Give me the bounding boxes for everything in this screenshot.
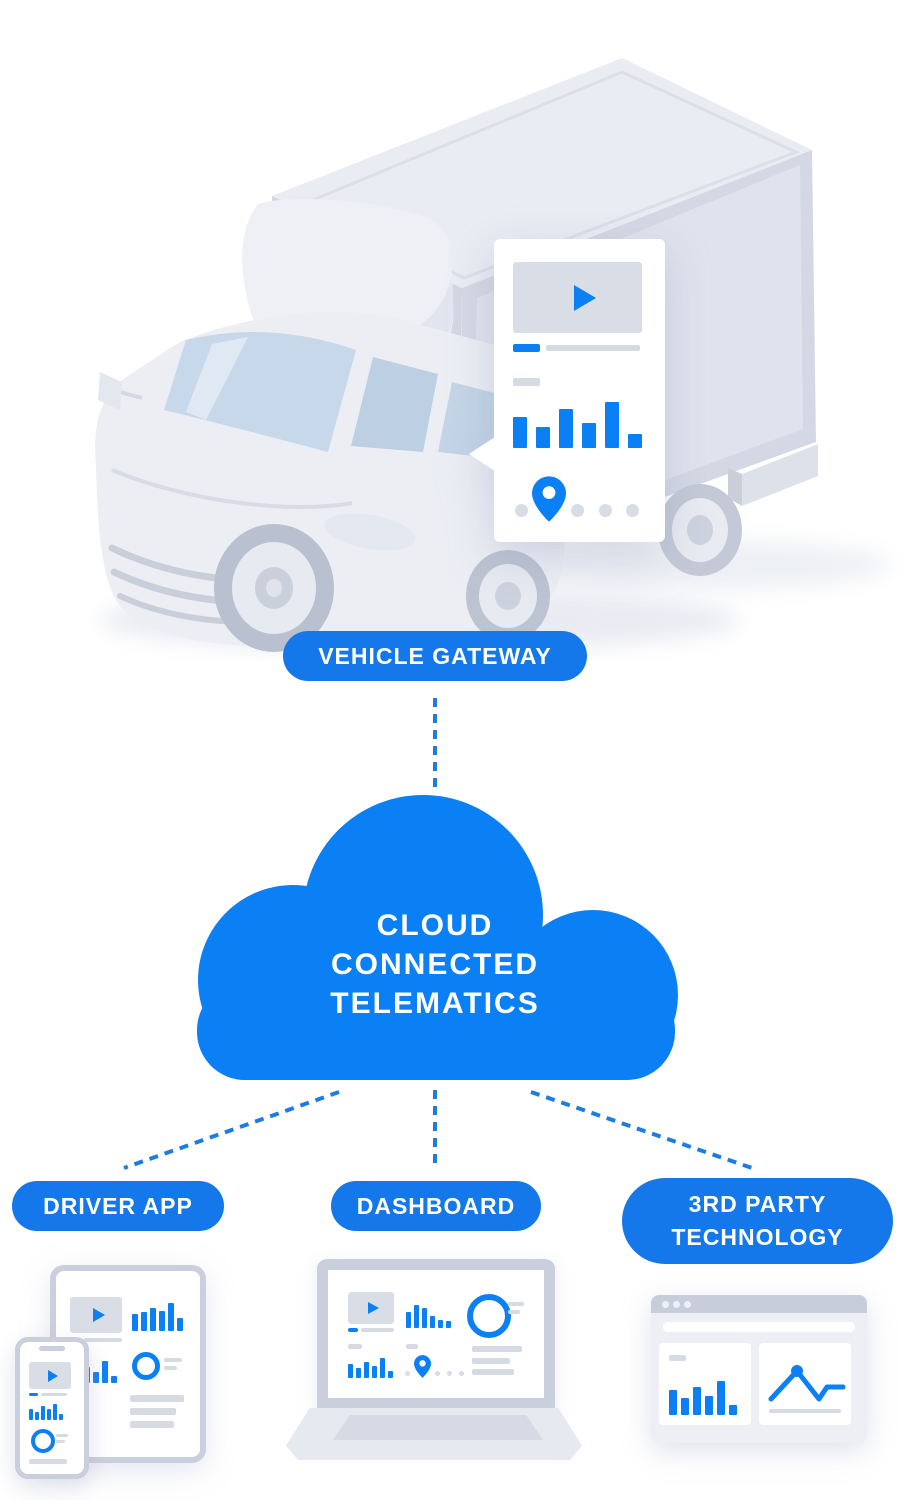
third-party-pill: 3RD PARTY TECHNOLOGY	[622, 1178, 893, 1264]
connector-cloud-driver-app	[123, 1090, 340, 1170]
route-dot	[626, 504, 639, 517]
donut-chart-icon	[132, 1352, 160, 1380]
donut-chart-icon	[31, 1429, 55, 1453]
bar-chart-icon	[513, 402, 642, 448]
browser-address-bar	[663, 1322, 855, 1332]
truck-illustration	[95, 58, 890, 652]
third-party-label-line2: TECHNOLOGY	[671, 1224, 844, 1250]
map-pin-icon	[414, 1355, 431, 1378]
donut-chart-icon	[467, 1294, 511, 1338]
cloud-title-line1: CLOUD	[376, 909, 494, 942]
windshield	[164, 332, 356, 452]
left-mirror	[98, 372, 122, 410]
play-icon	[47, 1369, 58, 1382]
dashboard-label: DASHBOARD	[356, 1192, 516, 1219]
route-dot	[571, 504, 584, 517]
driver-app-label: DRIVER APP	[43, 1192, 193, 1219]
gateway-data-card	[469, 239, 665, 542]
bar-chart-icon	[132, 1303, 183, 1331]
bar-chart-icon	[29, 1404, 63, 1420]
headlight	[324, 513, 416, 551]
video-thumbnail-icon	[513, 262, 642, 333]
cloud-title: CLOUD CONNECTED TELEMATICS	[235, 906, 635, 1023]
vehicle-gateway-pill: VEHICLE GATEWAY	[283, 631, 587, 681]
line-chart-icon	[768, 1365, 846, 1413]
text-line	[546, 345, 640, 351]
video-thumbnail-icon	[70, 1297, 122, 1333]
laptop-touchpad	[333, 1415, 543, 1440]
browser-card-line-chart	[759, 1343, 851, 1425]
browser-card-bar-chart	[659, 1343, 751, 1425]
phone-notch	[39, 1346, 65, 1351]
video-thumbnail-icon	[29, 1362, 71, 1389]
connector-cloud-third-party	[530, 1090, 753, 1170]
rear-wheel	[658, 484, 742, 576]
front-wheels	[214, 524, 550, 652]
text-line	[513, 378, 540, 386]
route-dot	[599, 504, 612, 517]
cloud-shape	[197, 795, 678, 1080]
bar-chart-icon	[669, 1381, 737, 1415]
cloud-title-line3: TELEMATICS	[330, 987, 540, 1020]
play-icon	[93, 1308, 105, 1322]
card-pointer-tail	[469, 437, 495, 471]
vehicle-gateway-label: VEHICLE GATEWAY	[318, 642, 552, 669]
video-thumbnail-icon	[348, 1292, 394, 1324]
cloud-title-line2: CONNECTED	[330, 948, 539, 981]
bar-chart-icon	[406, 1304, 451, 1328]
map-pin-icon	[532, 476, 566, 522]
browser-titlebar	[651, 1295, 867, 1313]
side-window	[351, 357, 438, 452]
phone-illustration	[15, 1337, 89, 1479]
browser-dots-icon	[662, 1301, 669, 1308]
route-dot	[515, 504, 528, 517]
cab	[95, 312, 571, 647]
play-icon	[573, 284, 596, 311]
third-party-label-line1: 3RD PARTY	[688, 1191, 827, 1217]
dashboard-pill: DASHBOARD	[331, 1181, 541, 1231]
play-icon	[368, 1302, 379, 1314]
browser-window-illustration	[651, 1295, 867, 1443]
bar-chart-icon	[348, 1356, 393, 1378]
text-line-accent	[513, 344, 540, 352]
laptop-screen	[317, 1259, 555, 1409]
driver-app-pill: DRIVER APP	[12, 1181, 224, 1231]
